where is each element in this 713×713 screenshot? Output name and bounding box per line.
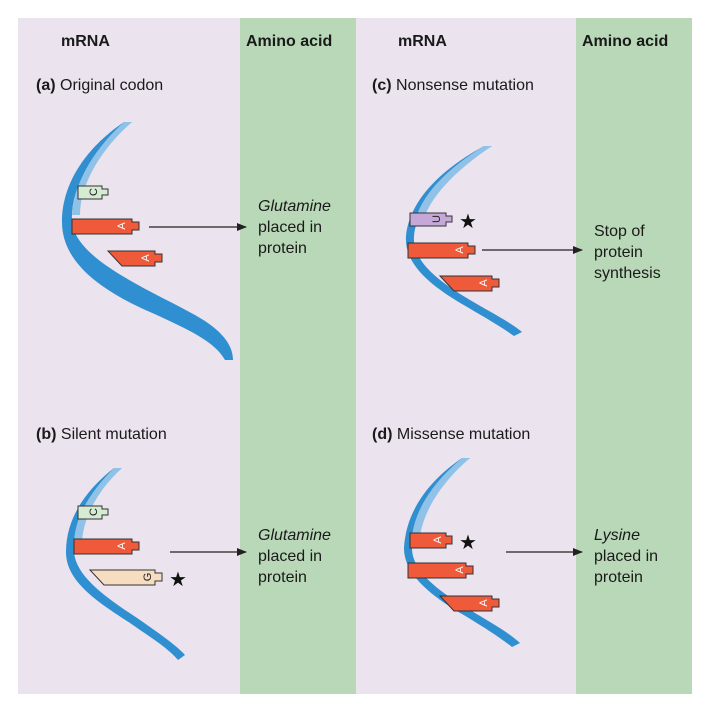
panel-b-letter: (b) — [36, 426, 57, 443]
panel-d-base-3-letter: A — [478, 599, 490, 607]
panel-b-mutation-star-icon: ★ — [169, 567, 187, 591]
panel-c-base-3-letter: A — [478, 279, 490, 287]
panel-c-result-line-3: synthesis — [594, 265, 661, 282]
panel-d-result-line-3: protein — [594, 569, 643, 586]
panel-a-base-3: A — [106, 250, 163, 267]
panel-b-result-line-2: placed in — [258, 548, 323, 565]
panel-d-base-2-letter: A — [454, 566, 466, 574]
panel-b-base-3-letter: G — [142, 573, 154, 582]
panel-c-mutation-star-icon: ★ — [459, 209, 477, 233]
panel-d-title: Missense mutation — [396, 426, 531, 443]
panel-a-result-line-1: Glutamine — [258, 198, 331, 215]
panel-c-base-3: A — [438, 275, 500, 292]
left-amino-acid-header: Amino acid — [246, 33, 333, 50]
panel-b-result-line-1: Glutamine — [258, 527, 331, 544]
panel-a-mrna-strand — [62, 122, 233, 360]
panel-d-result-line-1: Lysine — [594, 527, 640, 544]
panel-c-label: (c) Nonsense mutation — [372, 77, 534, 95]
panel-a-base-2-letter: A — [116, 222, 128, 230]
panel-d-mutation-star-icon: ★ — [459, 530, 477, 554]
panel-b-label: (b) Silent mutation — [36, 426, 167, 444]
panel-d-label: (d) Missense mutation — [372, 426, 530, 444]
panel-a-label: (a) Original codon — [36, 77, 163, 95]
panel-a-title: Original codon — [60, 77, 164, 94]
panel-d-base-3: A — [438, 595, 500, 612]
panel-a-base-2: A — [71, 218, 140, 235]
panel-d-base-1-letter: A — [432, 536, 444, 544]
panel-a-base-3-letter: A — [140, 254, 152, 262]
panel-c-mrna-strand — [405, 146, 522, 336]
panel-b-base-1: C — [77, 505, 109, 520]
right-amino-acid-column — [576, 18, 692, 694]
panel-c-base-1: U — [409, 212, 453, 227]
panel-c-base-2-letter: A — [454, 246, 466, 254]
panel-d-base-2: A — [407, 562, 474, 579]
panel-a-result-line-3: protein — [258, 240, 307, 257]
panel-b-base-2: A — [73, 538, 140, 555]
panel-c-result-line-1: Stop of — [594, 223, 645, 240]
panel-b-result-line-3: protein — [258, 569, 307, 586]
panel-c-title: Nonsense mutation — [396, 77, 534, 94]
panel-b-result: Glutamine placed in protein — [258, 525, 331, 588]
panel-b-base-1-letter: C — [88, 508, 100, 516]
panel-c-result: Stop of protein synthesis — [594, 221, 661, 284]
panel-c-result-line-2: protein — [594, 244, 643, 261]
panel-d-base-1: A — [409, 532, 453, 549]
panel-b-title: Silent mutation — [60, 426, 167, 443]
right-mrna-column — [356, 18, 576, 694]
panel-b-mrna-strand — [66, 468, 185, 660]
panel-c-letter: (c) — [372, 77, 392, 94]
panel-b-base-3: G — [88, 569, 163, 586]
panel-a-base-1: C — [77, 185, 109, 200]
panel-c-base-1-letter: U — [431, 215, 443, 223]
panel-a-base-1-letter: C — [88, 188, 100, 196]
panel-a-result: Glutamine placed in protein — [258, 196, 331, 259]
panel-a-result-line-2: placed in — [258, 219, 323, 236]
panel-b-base-2-letter: A — [116, 542, 128, 550]
panel-c-base-2: A — [407, 242, 476, 259]
left-mrna-header: mRNA — [61, 33, 110, 50]
panel-d-result-line-2: placed in — [594, 548, 659, 565]
right-mrna-header: mRNA — [398, 33, 447, 50]
right-amino-acid-header: Amino acid — [582, 33, 669, 50]
panel-d-result: Lysine placed in protein — [594, 525, 658, 588]
panel-d-letter: (d) — [372, 426, 393, 443]
left-amino-acid-column — [240, 18, 356, 694]
panel-a-letter: (a) — [36, 77, 56, 94]
